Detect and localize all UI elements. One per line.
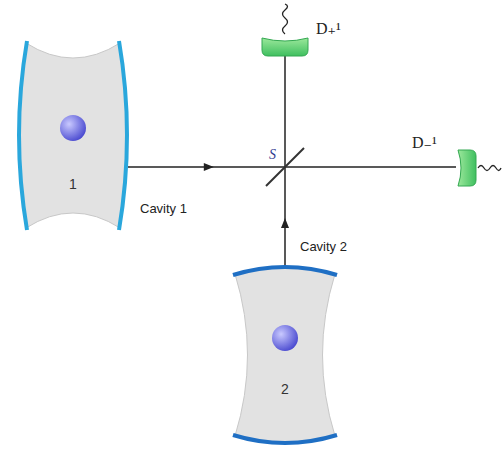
cavity-label: Cavity 1	[140, 201, 187, 217]
light-path-line	[128, 166, 260, 168]
cavity-shape	[18, 38, 128, 233]
photon-wave	[478, 166, 501, 171]
detector: D₊¹	[262, 36, 308, 56]
beam-splitter: S	[260, 142, 310, 192]
beam-splitter-shape	[260, 142, 310, 192]
light-path	[285, 56, 286, 142]
detector-label: D₋¹	[412, 133, 437, 152]
light-path	[310, 167, 456, 168]
detector-label: D₊¹	[316, 19, 341, 38]
cavity-shape	[230, 266, 340, 444]
detector-shape	[456, 150, 476, 186]
detector: D₋¹	[456, 150, 476, 186]
light-path-line	[310, 166, 456, 168]
light-path-line	[284, 192, 286, 266]
cavity: 2Cavity 2	[230, 266, 340, 444]
cavity-label: Cavity 2	[300, 239, 347, 255]
splitter-label: S	[269, 147, 276, 164]
atom-number: 2	[281, 381, 289, 398]
light-path-line	[284, 56, 286, 142]
cavity: 1Cavity 1	[18, 38, 128, 233]
atom-number: 1	[69, 176, 77, 193]
arrow-head	[204, 163, 214, 171]
photon-wave	[283, 4, 288, 34]
detector-shape	[262, 36, 308, 56]
light-path	[128, 163, 260, 171]
light-path	[281, 192, 289, 266]
arrow-head	[281, 218, 289, 228]
